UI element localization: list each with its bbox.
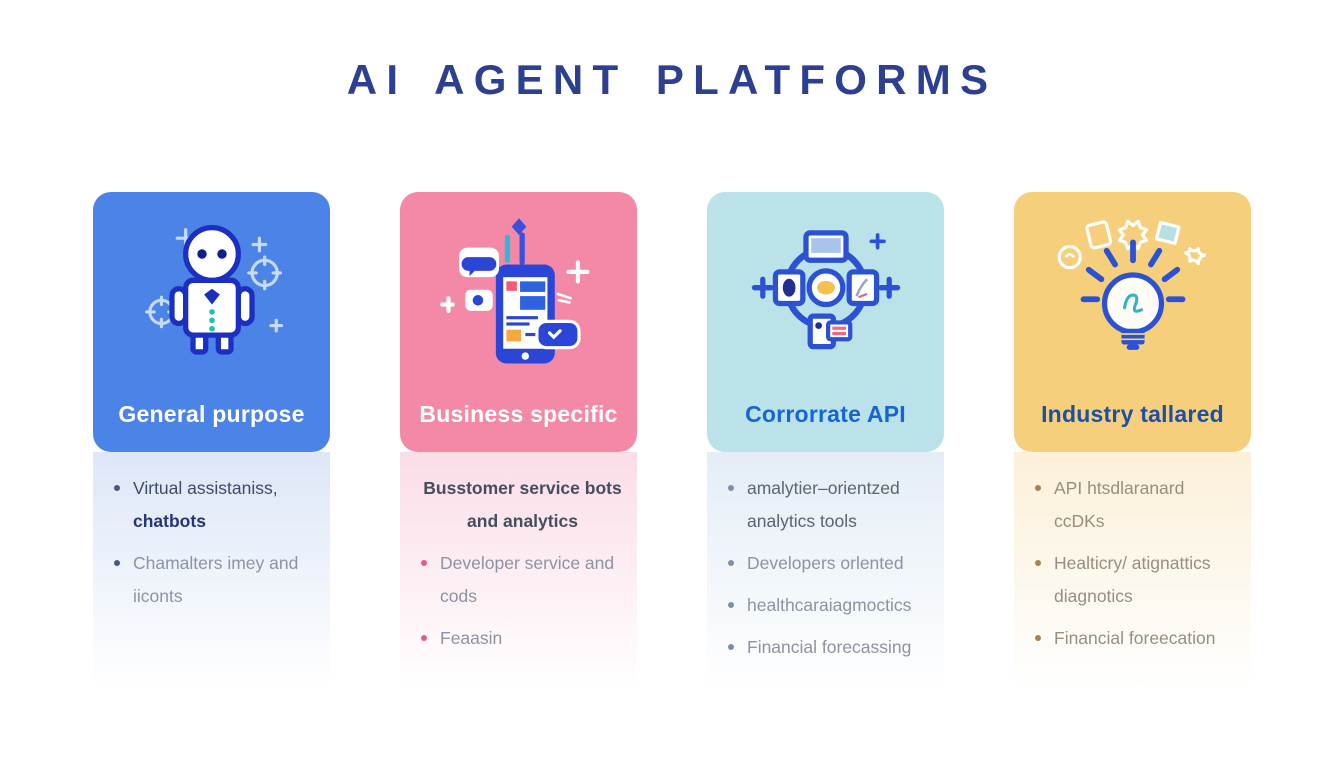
card-general-purpose: General purpose xyxy=(93,192,330,452)
page-title: AI AGENT PLATFORMS xyxy=(346,56,998,103)
card-label-business-specific: Business specific xyxy=(419,401,618,427)
platform-column-general-purpose: General purpose Virtual assistaniss,chat… xyxy=(93,192,330,690)
card-business-specific: Business specific xyxy=(400,192,637,452)
card-corporate-api: Corrorrate API xyxy=(707,192,944,452)
list-item: Financial forecassing xyxy=(723,631,936,664)
list-item: Virtual assistaniss,chatbots xyxy=(109,472,322,538)
list-item: Developers orlented xyxy=(723,547,936,580)
platform-column-business-specific: Business specific Busstomer service bots… xyxy=(400,192,637,690)
cards-row: General purpose Virtual assistaniss,chat… xyxy=(0,192,1344,690)
lightbulb-icon xyxy=(1054,208,1212,380)
list-item: Feaasin xyxy=(416,622,629,655)
card-label-corporate-api: Corrorrate API xyxy=(745,401,906,427)
card-label-general-purpose: General purpose xyxy=(118,401,305,427)
chat-phone-icon xyxy=(439,208,598,380)
card-industry-tailored: Industry tallared xyxy=(1014,192,1251,452)
list-item: Financial foreecation xyxy=(1030,622,1243,655)
robot-icon xyxy=(133,208,291,380)
card-label-industry-tailored: Industry tallared xyxy=(1041,401,1224,427)
list-item: healthcaraiagmoctics xyxy=(723,589,936,622)
workflow-icon xyxy=(747,208,905,380)
